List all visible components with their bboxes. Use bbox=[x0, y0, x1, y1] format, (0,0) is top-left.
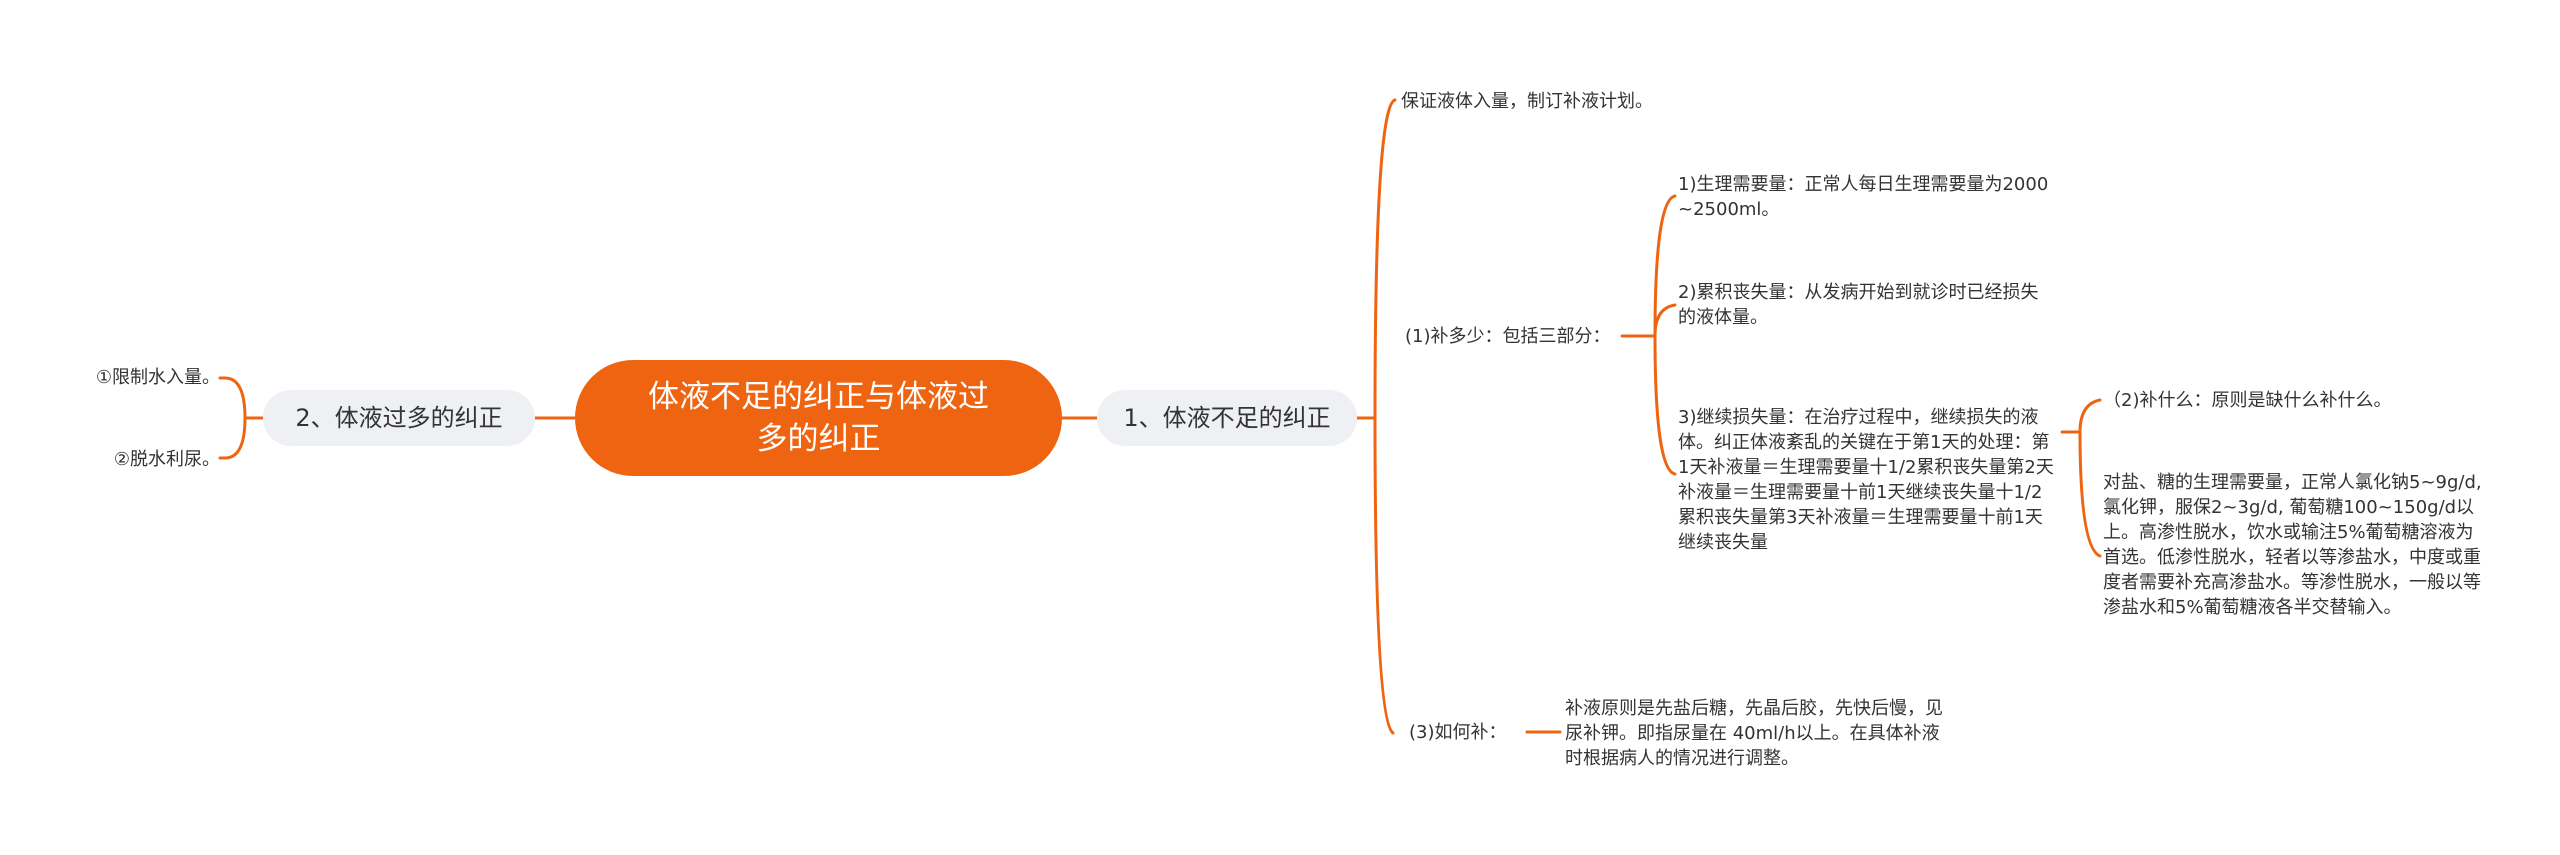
leaf-cumulative-loss-label: 2)累积丧失量：从发病开始到就诊时已经损失的液体量。 bbox=[1678, 282, 2039, 328]
leaf-fluid-plan[interactable]: 保证液体入量，制订补液计划。 bbox=[1401, 89, 1653, 114]
leaf-cumulative-loss[interactable]: 2)累积丧失量：从发病开始到就诊时已经损失的液体量。 bbox=[1678, 280, 2055, 330]
leaf-how-detail[interactable]: 补液原则是先盐后糖，先晶后胶，先快后慢，见尿补钾。即指尿量在 40ml/h以上。… bbox=[1565, 696, 1950, 771]
branch-fluid-deficit-label: 1、体液不足的纠正 bbox=[1123, 404, 1331, 432]
branch-fluid-deficit[interactable]: 1、体液不足的纠正 bbox=[1097, 390, 1357, 446]
connector-right-bracket bbox=[1373, 98, 1397, 735]
leaf-continued-loss-label: 3)继续损失量：在治疗过程中，继续损失的液体。纠正体液紊乱的关键在于第1天的处理… bbox=[1678, 407, 2054, 553]
leaf-dehydration-diuresis-label: ②脱水利尿。 bbox=[113, 449, 220, 470]
leaf-limit-water-label: ①限制水入量。 bbox=[95, 367, 220, 388]
leaf-physiological-need[interactable]: 1)生理需要量：正常人每日生理需要量为2000~2500ml。 bbox=[1678, 172, 2055, 222]
leaf-continued-loss[interactable]: 3)继续损失量：在治疗过程中，继续损失的液体。纠正体液紊乱的关键在于第1天的处理… bbox=[1678, 405, 2055, 555]
leaf-what-detail-label: 对盐、糖的生理需要量，正常人氯化钠5~9g/d, 氯化钾，服保2~3g/d, 葡… bbox=[2103, 472, 2482, 618]
branch-fluid-excess[interactable]: 2、体液过多的纠正 bbox=[263, 390, 535, 446]
leaf-fluid-plan-label: 保证液体入量，制订补液计划。 bbox=[1401, 91, 1653, 112]
node-how-label: (3)如何补： bbox=[1409, 722, 1507, 743]
node-what-label: （2)补什么：原则是缺什么补什么。 bbox=[2103, 390, 2392, 411]
root-topic[interactable]: 体液不足的纠正与体液过多的纠正 bbox=[575, 360, 1062, 476]
node-how[interactable]: (3)如何补： bbox=[1409, 720, 1507, 745]
connector-howmuch-bracket bbox=[1653, 194, 1677, 476]
leaf-what-detail[interactable]: 对盐、糖的生理需要量，正常人氯化钠5~9g/d, 氯化钾，服保2~3g/d, 葡… bbox=[2103, 470, 2488, 620]
connector-what-bracket bbox=[2078, 398, 2102, 558]
branch-fluid-excess-label: 2、体液过多的纠正 bbox=[295, 404, 503, 432]
leaf-dehydration-diuresis[interactable]: ②脱水利尿。 bbox=[60, 447, 220, 472]
node-how-much[interactable]: (1)补多少：包括三部分： bbox=[1405, 324, 1611, 349]
node-what[interactable]: （2)补什么：原则是缺什么补什么。 bbox=[2103, 388, 2391, 413]
leaf-physiological-need-label: 1)生理需要量：正常人每日生理需要量为2000~2500ml。 bbox=[1678, 174, 2049, 220]
node-how-much-label: (1)补多少：包括三部分： bbox=[1405, 326, 1611, 347]
leaf-how-detail-label: 补液原则是先盐后糖，先晶后胶，先快后慢，见尿补钾。即指尿量在 40ml/h以上。… bbox=[1565, 698, 1943, 769]
leaf-limit-water[interactable]: ①限制水入量。 bbox=[60, 365, 220, 390]
connector-left-bracket bbox=[218, 376, 265, 460]
root-topic-label: 体液不足的纠正与体液过多的纠正 bbox=[648, 379, 989, 457]
